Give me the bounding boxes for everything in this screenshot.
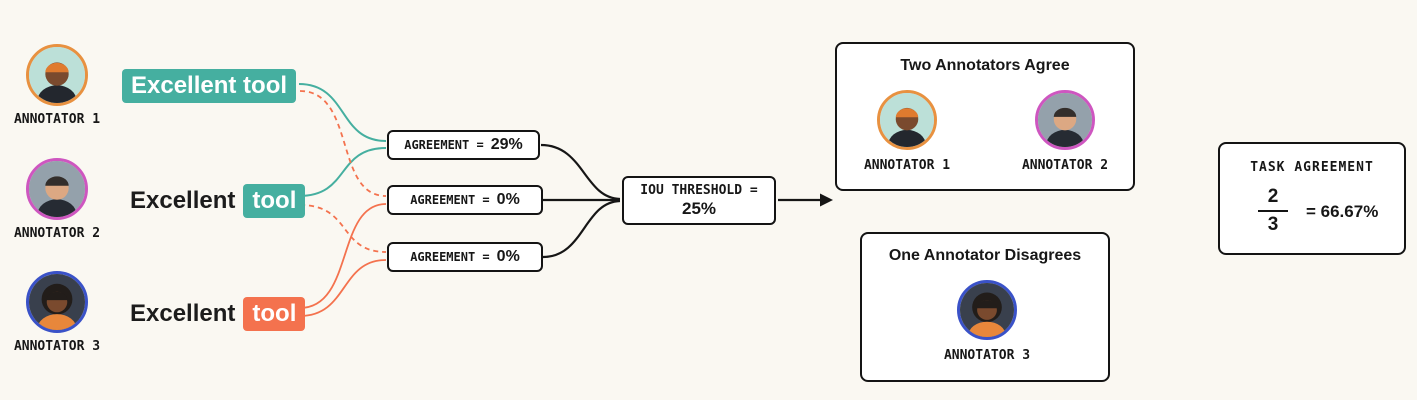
annotator-3-label: ANNOTATOR 3 <box>13 339 101 354</box>
disagree-group-box: One Annotator Disagrees ANNOTATOR 3 <box>860 232 1110 382</box>
link-ann3-agreement3 <box>299 259 387 317</box>
agree-member-2-avatar <box>1035 90 1095 150</box>
agree-group-box: Two Annotators Agree ANNOTATOR 1 ANNOTAT… <box>835 42 1135 191</box>
annotator-2-portrait-icon <box>29 161 85 217</box>
annotator-3-avatar <box>26 271 88 333</box>
annotator-1-avatar <box>26 44 88 106</box>
agree-member-2-label: ANNOTATOR 2 <box>1021 158 1109 173</box>
link-ann1-agreement1 <box>298 83 387 142</box>
annotation-1-highlight: Excellent tool <box>122 69 297 103</box>
agree-member-1-avatar <box>877 90 937 150</box>
annotator-1-portrait-icon <box>29 47 85 103</box>
link-ann2-agreement1 <box>298 147 387 197</box>
link-ann2-agreement3 <box>299 204 387 253</box>
annotation-text-2: Excellent tool <box>130 184 306 218</box>
agreement-box-2: AGREEMENT = 0% <box>387 185 543 215</box>
task-agreement-title: TASK AGREEMENT <box>1250 160 1374 175</box>
annotation-2-highlight: tool <box>243 184 306 218</box>
link-ann1-agreement2 <box>299 90 387 197</box>
iou-threshold-value: 25% <box>681 198 717 218</box>
annotator-2-label: ANNOTATOR 2 <box>13 226 101 241</box>
iou-threshold-label: IOU THRESHOLD = <box>640 182 758 198</box>
agreement-1-label: AGREEMENT = <box>404 138 484 152</box>
disagree-member-1-avatar <box>957 280 1017 340</box>
disagree-group-title: One Annotator Disagrees <box>888 247 1082 264</box>
iou-output-arrowhead <box>820 193 833 207</box>
agree-group-title: Two Annotators Agree <box>900 57 1070 74</box>
disagree-member-1-label: ANNOTATOR 3 <box>943 348 1031 363</box>
task-agreement-result: = 66.67% <box>1306 202 1379 221</box>
task-agreement-box: TASK AGREEMENT 2 3 = 66.67% <box>1218 142 1406 255</box>
agree-member-2-portrait-icon <box>1038 93 1092 147</box>
agreement-2-label: AGREEMENT = <box>410 193 490 207</box>
agreement-3-value: 0% <box>496 248 520 265</box>
fraction-numerator: 2 <box>1258 186 1288 212</box>
annotation-text-3: Excellent tool <box>130 297 306 331</box>
link-ann3-agreement2 <box>299 203 387 309</box>
agreement-1-value: 29% <box>490 136 523 153</box>
annotator-2-avatar <box>26 158 88 220</box>
annotation-3-plain-text: Excellent <box>130 300 236 327</box>
agreement-2-value: 0% <box>496 191 520 208</box>
agreement-3-label: AGREEMENT = <box>410 250 490 264</box>
annotation-text-1: Excellent tool <box>122 69 297 103</box>
disagree-member-1-portrait-icon <box>960 283 1014 337</box>
link-agreement1-iou <box>540 143 621 201</box>
link-agreement3-iou <box>542 199 621 259</box>
fraction-denominator: 3 <box>1267 214 1279 235</box>
annotation-3-highlight: tool <box>243 297 306 331</box>
task-agreement-fraction: 2 3 <box>1258 186 1288 236</box>
agree-member-1-label: ANNOTATOR 1 <box>863 158 951 173</box>
iou-threshold-box: IOU THRESHOLD = 25% <box>622 176 776 225</box>
annotator-1-label: ANNOTATOR 1 <box>13 112 101 127</box>
agreement-box-3: AGREEMENT = 0% <box>387 242 543 272</box>
agree-member-1-portrait-icon <box>880 93 934 147</box>
annotator-3-portrait-icon <box>29 274 85 330</box>
agreement-box-1: AGREEMENT = 29% <box>387 130 540 160</box>
annotation-2-plain-text: Excellent <box>130 187 236 214</box>
